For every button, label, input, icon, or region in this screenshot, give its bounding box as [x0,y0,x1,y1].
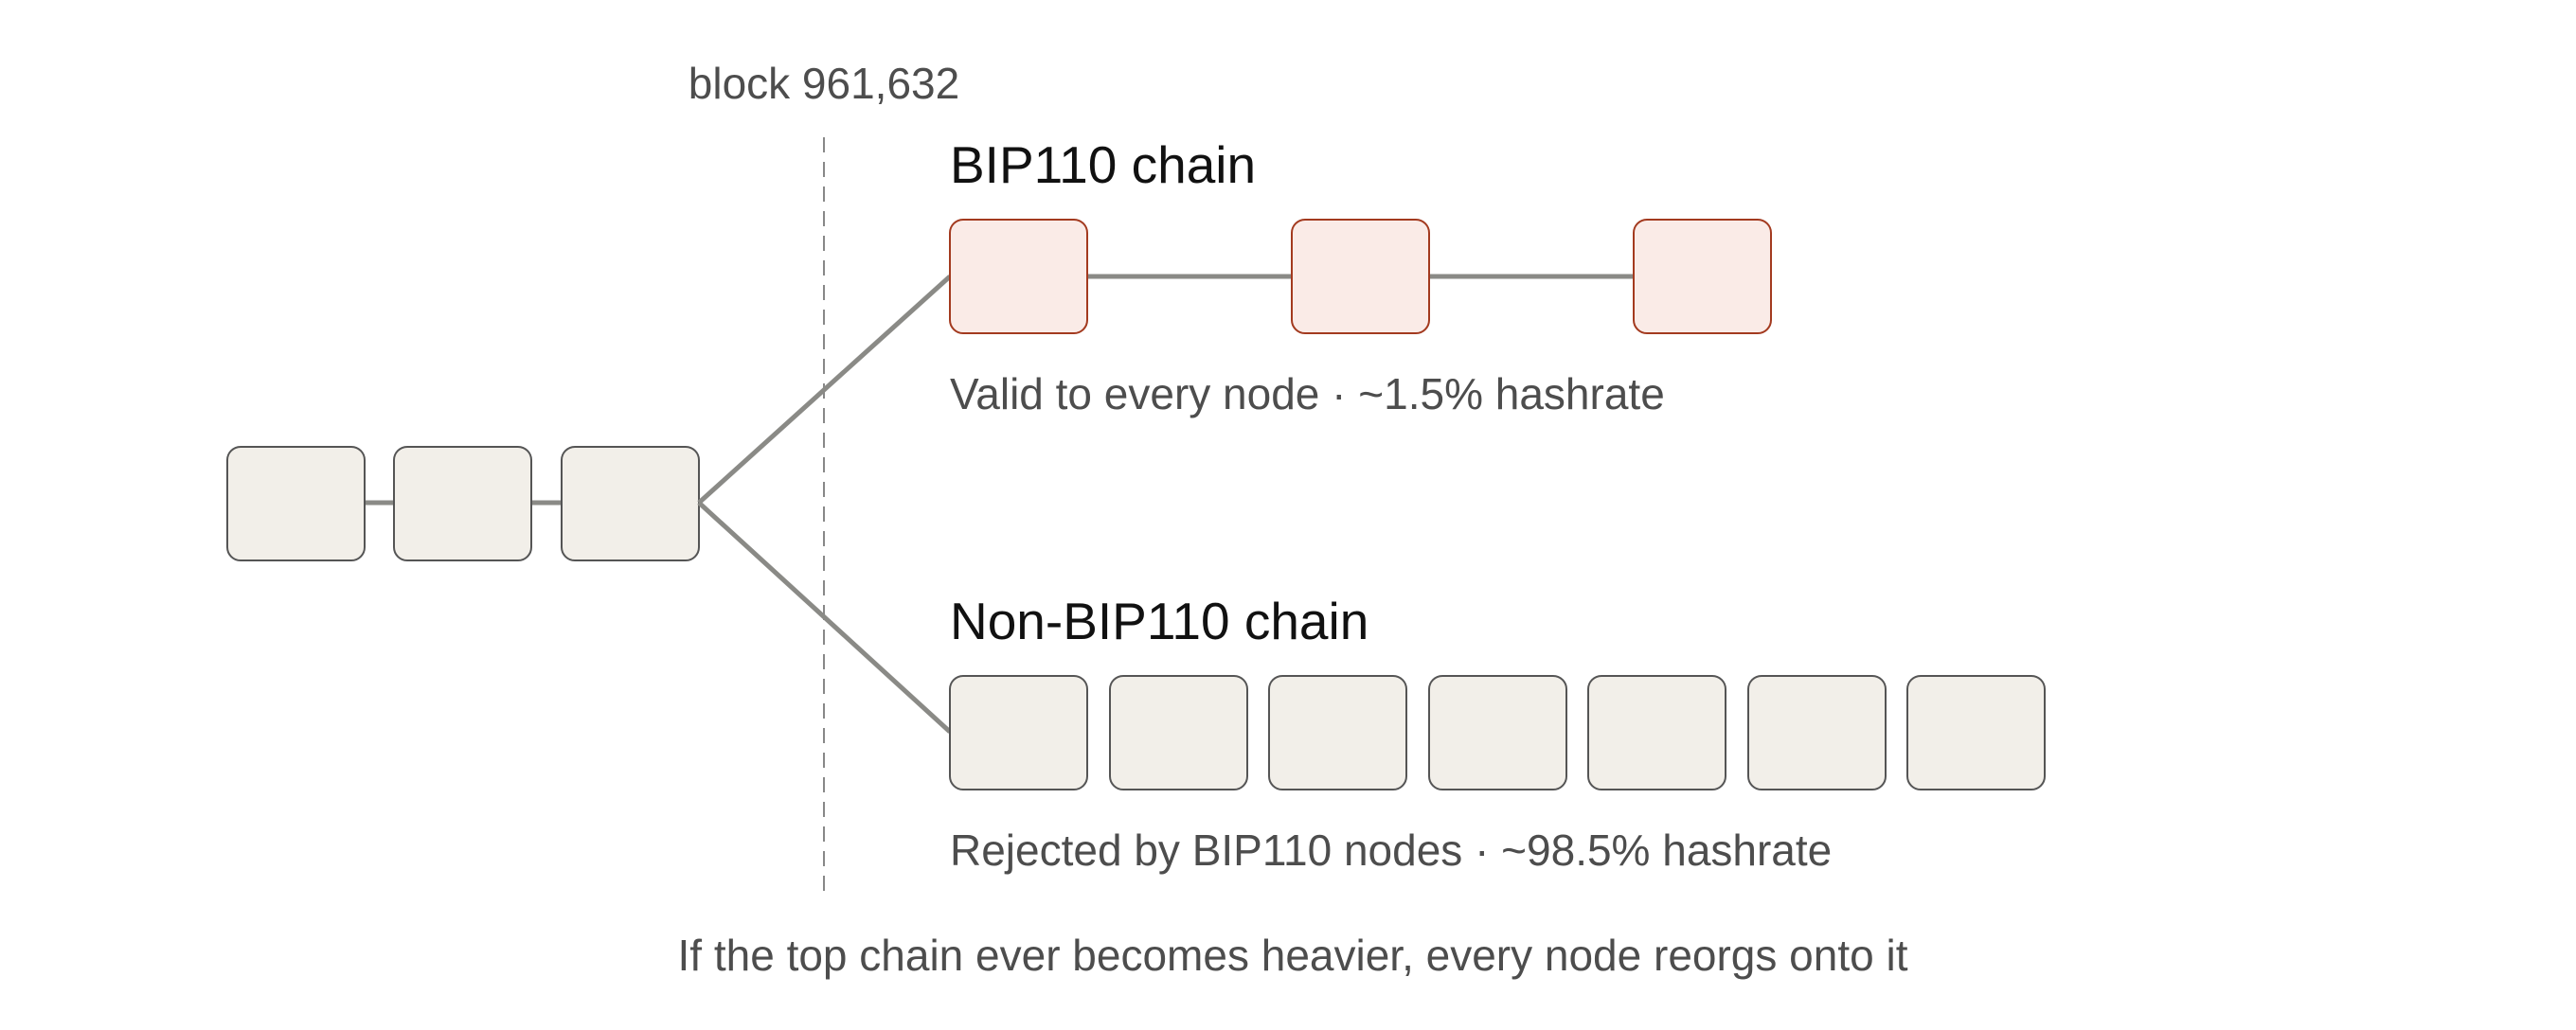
shared-block [226,446,366,561]
shared-block [561,446,700,561]
top-block [1291,219,1430,334]
bottom-block [1268,675,1407,790]
top-chain-title: BIP110 chain [950,135,1256,194]
bottom-chain-caption: Rejected by BIP110 nodes · ~98.5% hashra… [950,826,1832,875]
bottom-block [1428,675,1567,790]
bottom-chain-title: Non-BIP110 chain [950,592,1368,650]
top-block [949,219,1088,334]
fork-branch-bottom [697,501,952,734]
footnote: If the top chain ever becomes heavier, e… [678,931,1908,980]
shared-chain [226,446,700,561]
bottom-block [1587,675,1726,790]
fork-block-label: block 961,632 [689,59,959,108]
fork-branch-top [697,275,952,505]
bottom-block [1747,675,1887,790]
top-chain-caption: Valid to every node · ~1.5% hashrate [950,369,1665,418]
bottom-block [1109,675,1248,790]
bottom-block [949,675,1088,790]
top-block [1633,219,1772,334]
bottom-chain [949,675,2046,790]
bottom-block [1906,675,2046,790]
top-chain [949,219,1772,334]
shared-block [393,446,532,561]
